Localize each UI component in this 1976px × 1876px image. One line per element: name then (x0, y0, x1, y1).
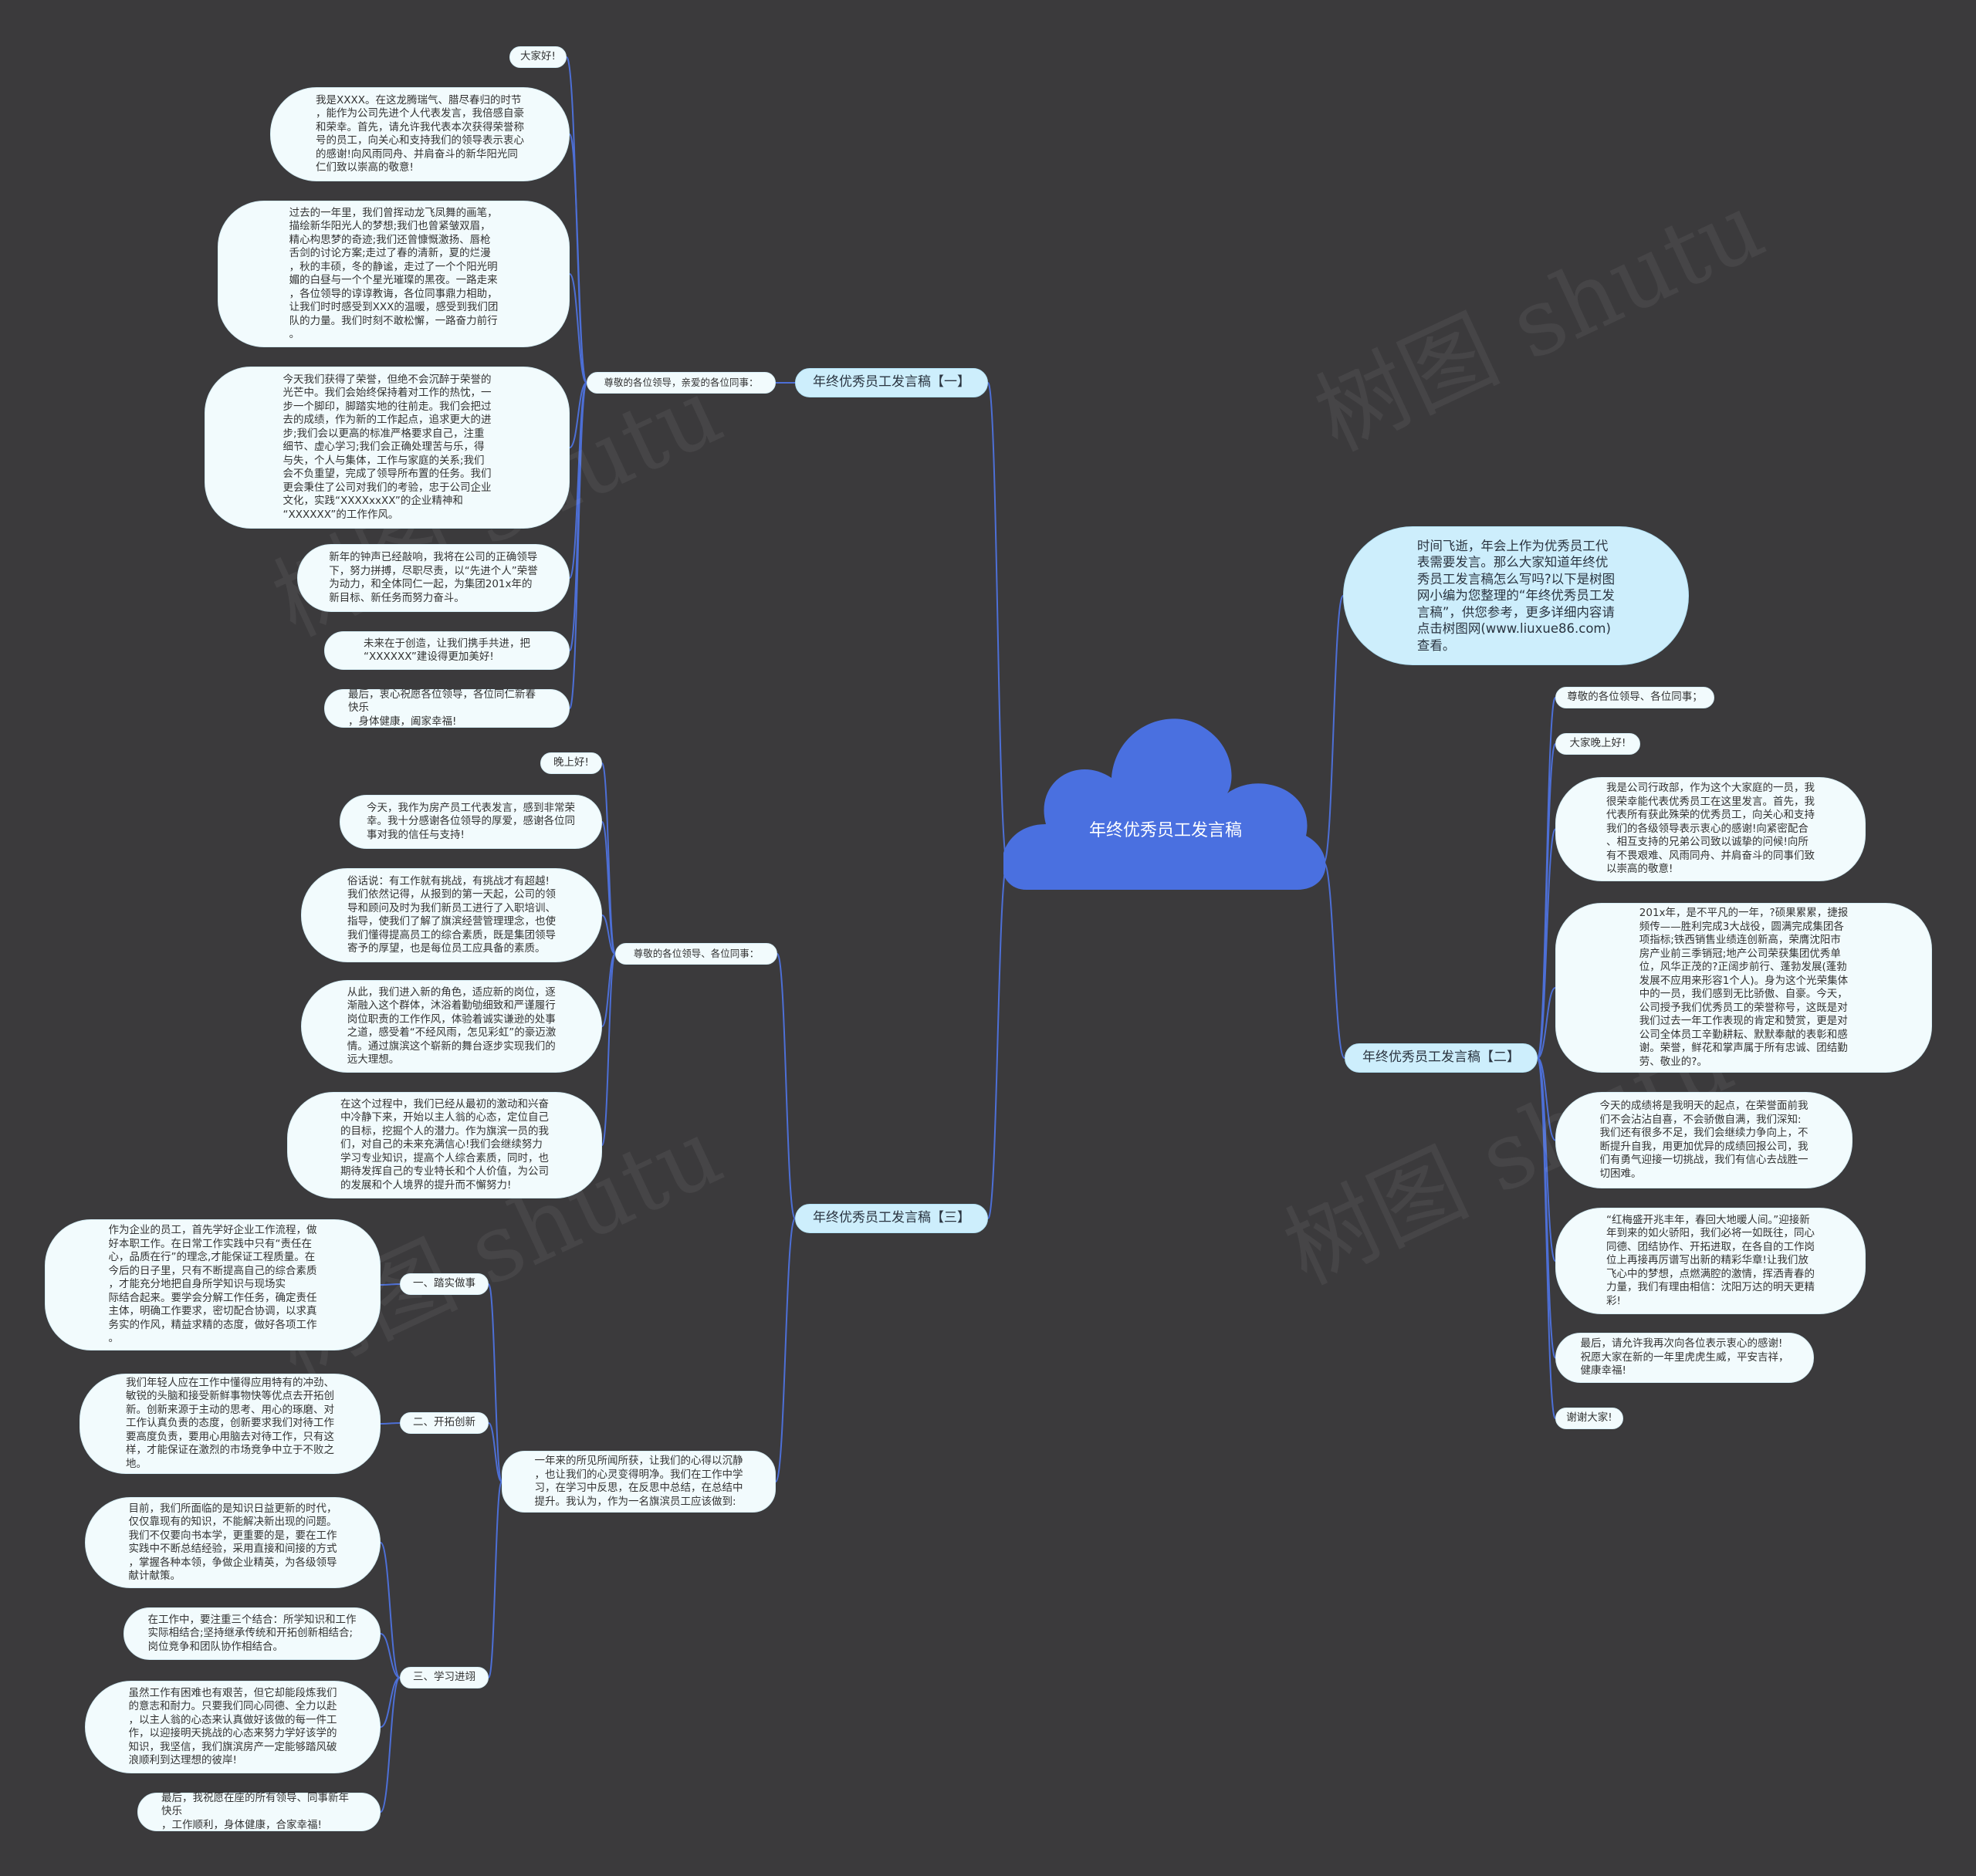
section-leaf[interactable]: 虽然工作有困难也有艰苦，但它却能段炼我们 的意志和耐力。只要我们同心同德、全力以… (85, 1681, 381, 1773)
branch-2-leaf[interactable]: 尊敬的各位领导、各位同事； (1555, 687, 1714, 708)
connector-line (1537, 1057, 1556, 1141)
branch-3-leaf[interactable]: 今天，我作为房产员工代表发言，感到非常荣 幸。我十分感谢各位领导的厚爱，感谢各位… (340, 795, 602, 849)
connector-line (569, 273, 587, 384)
branch-3-subtopic[interactable]: 一年来的所见所闻所获，让我们的心得以沉静 ，也让我们的心灵变得明净。我们在工作中… (502, 1451, 776, 1513)
central-topic[interactable]: 年终优秀员工发言稿 (1003, 708, 1328, 894)
section-label-3[interactable]: 三、学习进翊 (400, 1667, 489, 1688)
branch-3-leaf[interactable]: 从此，我们进入新的角色，适应新的岗位，逐 渐融入这个群体，沐浴着勤劬细致和严谨履… (301, 980, 602, 1073)
connector-line (488, 1283, 502, 1482)
branch-1-leaf[interactable]: 过去的一年里，我们曾挥动龙飞凤舞的画笔， 描绘新华阳光人的梦想;我们也曾紧皱双眉… (218, 201, 570, 347)
connector-line (380, 1633, 401, 1678)
branch-3-leaf[interactable]: 俗话说：有工作就有挑战，有挑战才有超越! 我们依然记得，从报到的第一天起，公司的… (301, 868, 602, 962)
connector-line (1323, 862, 1345, 1059)
connector-line (488, 1422, 502, 1482)
section-leaf[interactable]: 我们年轻人应在工作中懂得应用特有的冲劲、 敏锐的头脑和接受新鲜事物快等优点去开拓… (80, 1374, 381, 1474)
connector-line (488, 1481, 502, 1678)
connector-line (1537, 987, 1556, 1059)
branch-3-subtopic[interactable]: 尊敬的各位领导、各位同事： (615, 943, 777, 965)
branch-3-leaf[interactable]: 在这个过程中，我们已经从最初的激动和兴奋 中冷静下来，开始以主人翁的心态，定位自… (287, 1092, 602, 1198)
branch-2-leaf[interactable]: 今天的成绩将是我明天的起点，在荣誉面前我 们不会沾沾自喜，不会骄傲自满，我们深知… (1555, 1092, 1852, 1188)
connector-line (380, 1542, 401, 1678)
connector-line (1323, 595, 1344, 864)
branch-1-leaf[interactable]: 我是XXXX。在这龙腾瑞气、腊尽春归的时节 ，能作为公司先进个人代表发言，我倍感… (270, 87, 570, 181)
branch-1-subtopic[interactable]: 尊敬的各位领导，亲爱的各位同事： (587, 372, 776, 394)
branch-3-title[interactable]: 年终优秀员工发言稿【三】 (795, 1204, 988, 1233)
connector-line (1537, 828, 1556, 1059)
section-leaf[interactable]: 在工作中，要注重三个结合：所学知识和工作 实际相结合;坚持继承传统和开拓创新相结… (124, 1607, 381, 1660)
connector-line (601, 914, 616, 955)
branch-2-leaf[interactable]: “红梅盛开兆丰年，春回大地暖人间。”迎接新 年到来的如火骄阳，我们必将一如既往，… (1555, 1208, 1866, 1314)
connector-line (987, 862, 1008, 1219)
connector-line (380, 1677, 401, 1728)
connector-line (569, 382, 587, 448)
intro-text: 时间飞逝，年会上作为优秀员工代 表需要发言。那么大家知道年终优 秀员工发言稿怎么… (1416, 538, 1616, 653)
intro-node[interactable]: 时间飞逝，年会上作为优秀员工代 表需要发言。那么大家知道年终优 秀员工发言稿怎么… (1343, 526, 1689, 665)
connector-line (1537, 1057, 1556, 1419)
branch-1-leaf[interactable]: 未来在于创造，让我们携手共进，把 “XXXXXX”建设得更加美好! (324, 631, 570, 670)
branch-1-leaf[interactable]: 大家好! (509, 46, 567, 68)
connector-line (1537, 743, 1556, 1059)
branch-2-leaf[interactable]: 201x年，是不平凡的一年，?硕果累累，捷报 频传——胜利完成3大战役，圆满完成… (1555, 903, 1932, 1073)
section-label-2[interactable]: 二、开拓创新 (400, 1412, 489, 1434)
cloud-icon (1003, 718, 1326, 890)
connector-line (380, 1283, 401, 1286)
branch-2-leaf[interactable]: 最后，请允许我再次向各位表示衷心的感谢! 祝愿大家在新的一年里虎虎生威，平安吉祥… (1555, 1333, 1814, 1383)
central-topic-title: 年终优秀员工发言稿 (1088, 821, 1242, 840)
branch-2-leaf[interactable]: 谢谢大家! (1555, 1408, 1623, 1429)
section-label-1[interactable]: 一、踏实做事 (400, 1273, 489, 1295)
connector-line (601, 953, 616, 1027)
connector-line (777, 953, 796, 1219)
connector-line (569, 382, 587, 709)
connector-line (380, 1422, 401, 1425)
branch-1-leaf[interactable]: 最后，衷心祝愿各位领导，各位同仁新春快乐 ，身体健康，阖家幸福! (324, 688, 570, 728)
branch-3-leaf[interactable]: 晚上好! (540, 752, 602, 774)
branch-1-title[interactable]: 年终优秀员工发言稿【一】 (795, 368, 988, 397)
connector-line (775, 1218, 796, 1482)
branch-2-title[interactable]: 年终优秀员工发言稿【二】 (1345, 1043, 1538, 1073)
connector-line (601, 953, 616, 1146)
section-leaf[interactable]: 作为企业的员工，首先学好企业工作流程，做 好本职工作。在日常工作实践中只有“责任… (45, 1219, 381, 1350)
section-leaf[interactable]: 最后，我祝愿在座的所有领导、同事新年快乐 ，工作顺利，身体健康，合家幸福! (137, 1792, 381, 1831)
connector-line (601, 762, 616, 955)
branch-1-leaf[interactable]: 今天我们获得了荣誉，但绝不会沉醉于荣誉的 光芒中。我们会始终保持着对工作的热忱，… (205, 367, 570, 529)
branch-1-leaf[interactable]: 新年的钟声已经敲响，我将在公司的正确领导 下，努力拼搏，尽职尽责，以“先进个人”… (297, 544, 570, 612)
section-leaf[interactable]: 目前，我们所面临的是知识日益更新的时代， 仅仅靠现有的知识，不能解决新出现的问题… (85, 1497, 381, 1588)
branch-2-leaf[interactable]: 大家晚上好! (1555, 733, 1640, 755)
connector-line (987, 382, 1008, 864)
connector-line (601, 821, 616, 955)
connector-line (569, 134, 587, 384)
branch-2-leaf[interactable]: 我是公司行政部，作为这个大家庭的一员，我 很荣幸能代表优秀员工在这里发言。首先，… (1555, 777, 1866, 881)
connector-line (380, 1677, 401, 1813)
